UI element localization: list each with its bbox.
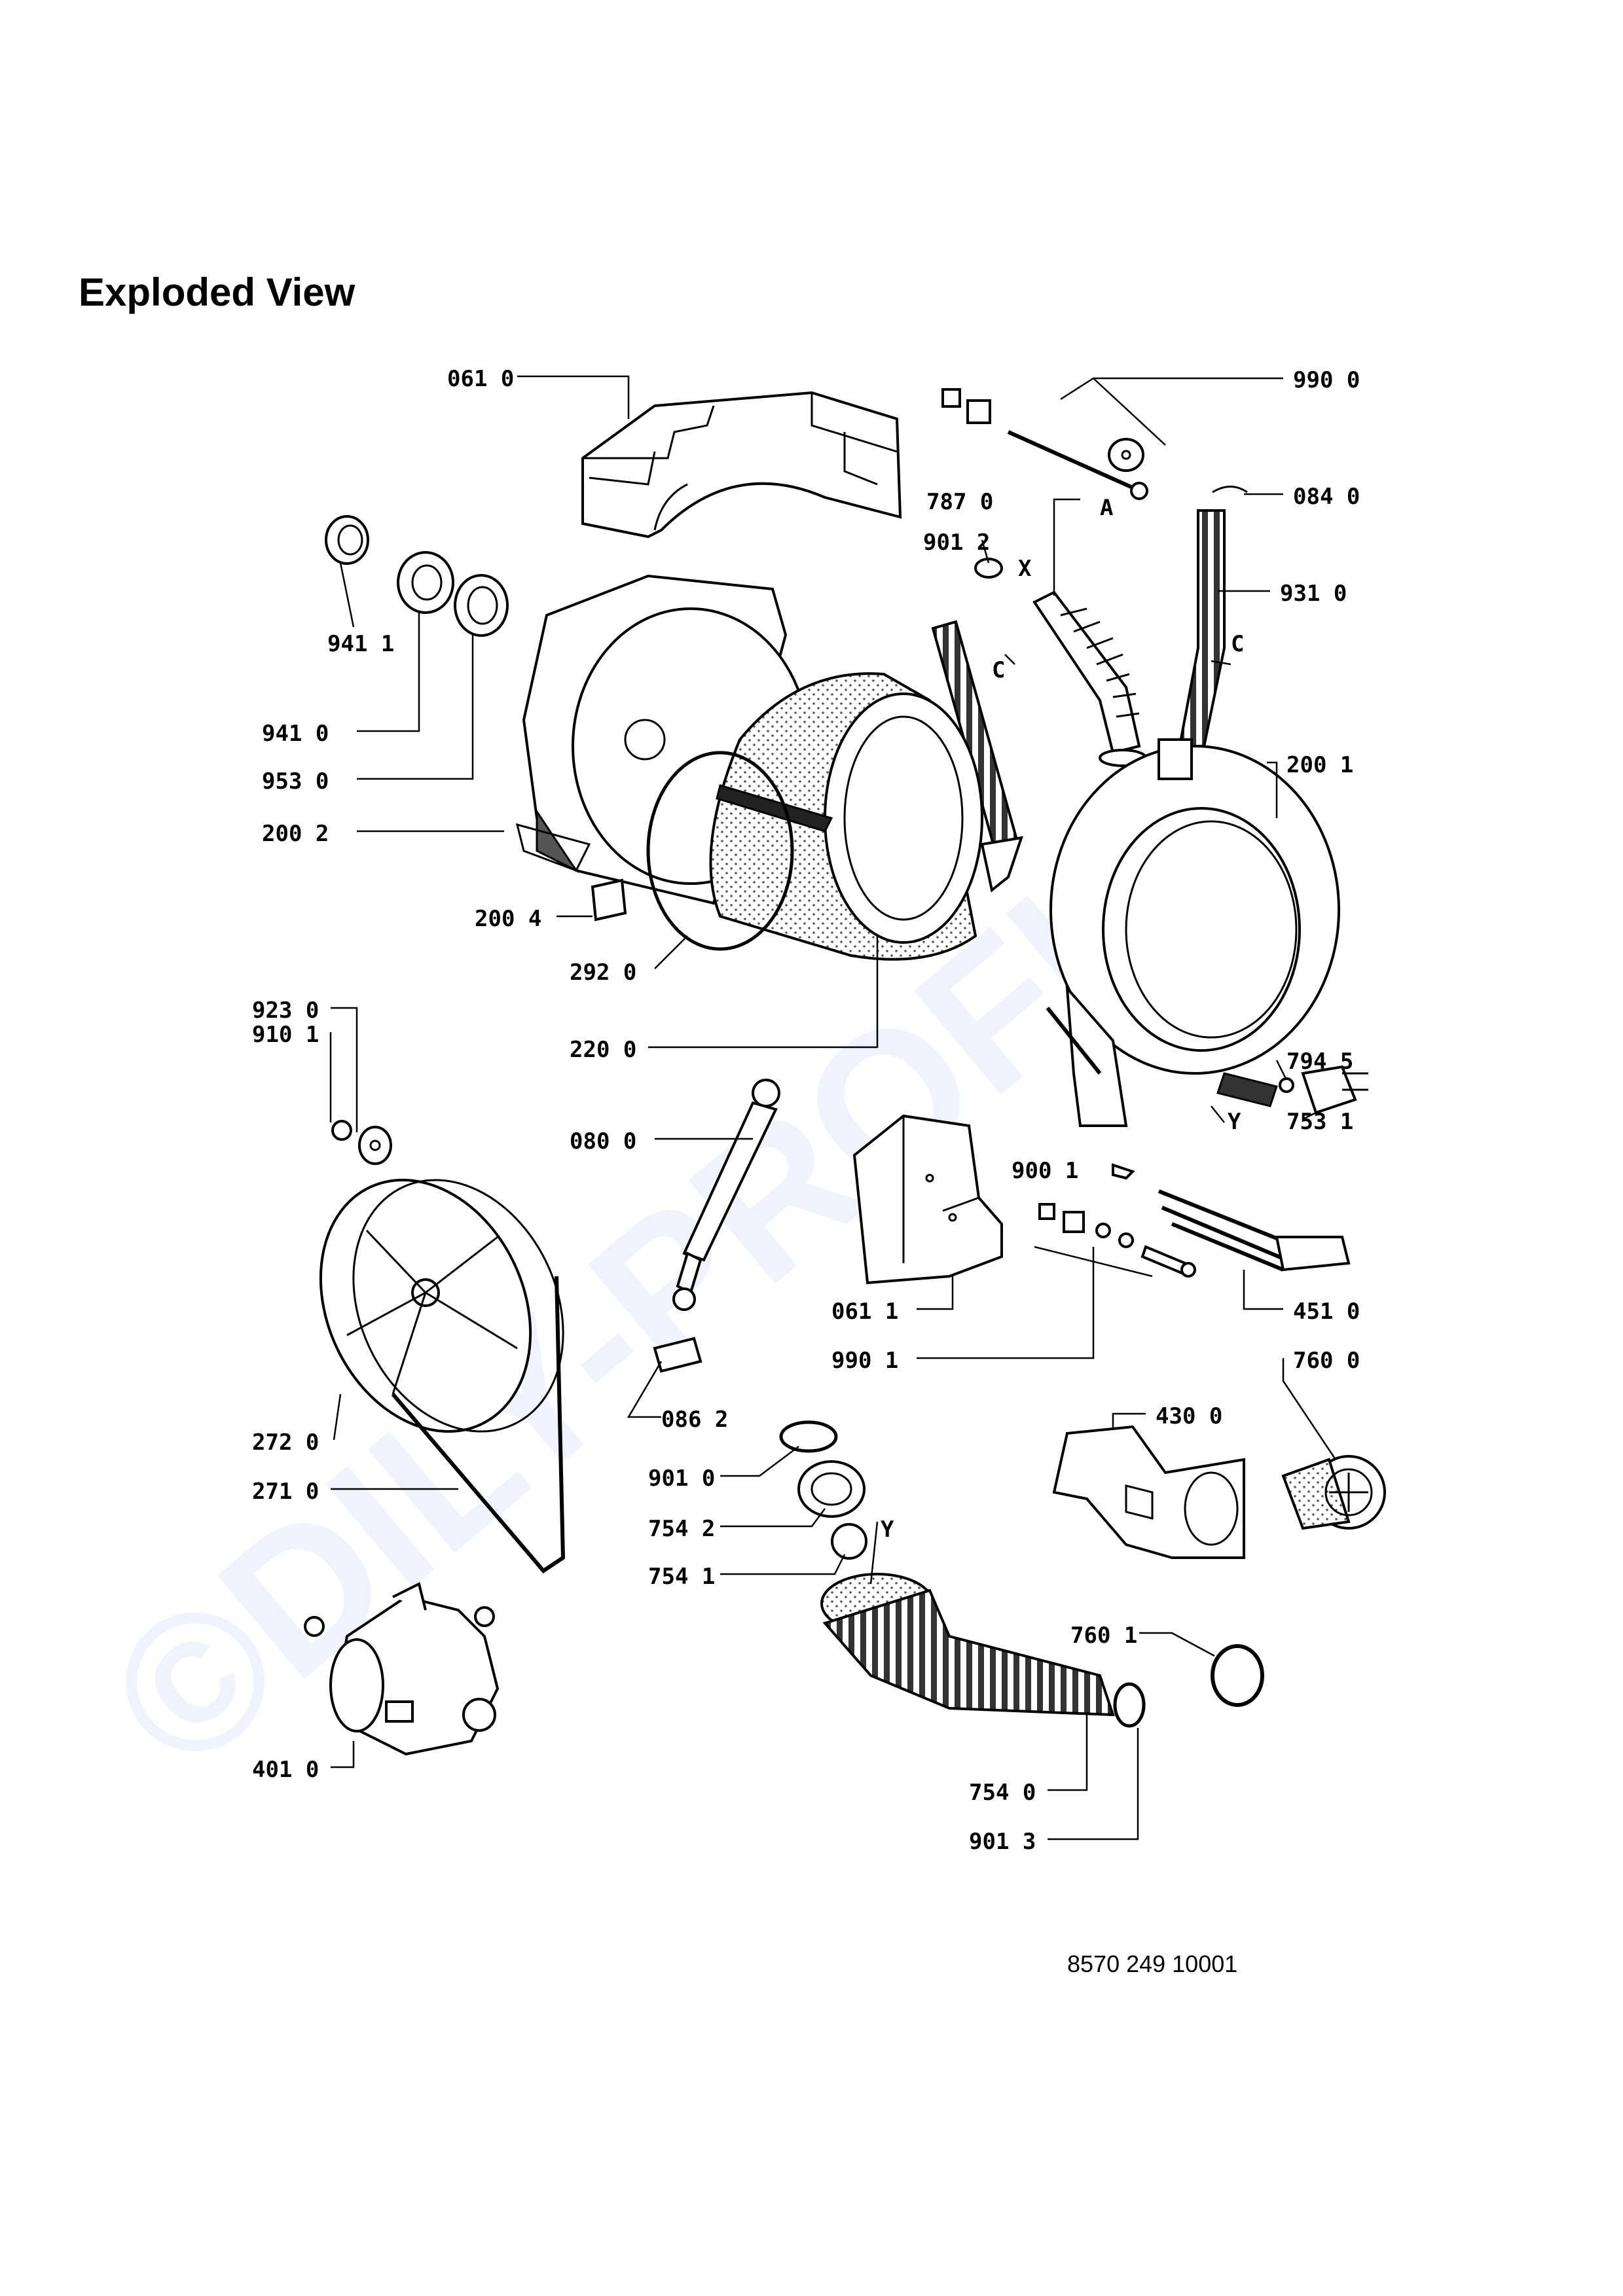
label-451-0: 451 0 xyxy=(1293,1299,1360,1325)
part-271-0-belt xyxy=(391,1276,566,1573)
part-754-1-ball xyxy=(831,1523,867,1560)
label-760-1: 760 1 xyxy=(1070,1623,1137,1649)
part-923-0-washer xyxy=(358,1126,392,1165)
label-084-0: 084 0 xyxy=(1293,484,1360,510)
label-a: A xyxy=(1100,495,1113,521)
part-430-0-pump xyxy=(1052,1425,1245,1559)
label-931-0: 931 0 xyxy=(1280,581,1347,607)
part-061-0-cover xyxy=(581,391,902,539)
label-271-0: 271 0 xyxy=(252,1479,319,1505)
part-901-3-clamp xyxy=(1113,1682,1146,1728)
part-760-0-filter xyxy=(1281,1455,1386,1530)
part-941-1-bearing xyxy=(325,515,369,565)
label-086-2: 086 2 xyxy=(661,1407,728,1433)
label-941-1: 941 1 xyxy=(327,631,394,657)
label-754-2: 754 2 xyxy=(648,1516,715,1542)
label-080-0: 080 0 xyxy=(570,1128,636,1155)
part-910-1-nut xyxy=(331,1120,352,1141)
part-754-0-sump-hose xyxy=(820,1573,1115,1717)
part-200-1-front-tub xyxy=(1046,738,1340,1127)
leader-lines xyxy=(329,375,1337,1840)
label-292-0: 292 0 xyxy=(570,960,636,986)
label-401-0: 401 0 xyxy=(252,1757,319,1783)
label-760-0: 760 0 xyxy=(1293,1348,1360,1374)
part-272-0-pulley xyxy=(319,1178,564,1433)
label-990-0: 990 0 xyxy=(1293,367,1360,393)
part-451-0-heater xyxy=(1158,1189,1351,1272)
label-754-1: 754 1 xyxy=(648,1564,715,1590)
label-787-0: 787 0 xyxy=(926,489,993,515)
part-200-4-clip xyxy=(591,878,627,922)
label-941-0: 941 0 xyxy=(262,721,329,747)
part-760-1-oring xyxy=(1211,1644,1264,1707)
label-754-0: 754 0 xyxy=(969,1780,1036,1806)
label-220-0: 220 0 xyxy=(570,1037,636,1063)
label-901-0: 901 0 xyxy=(648,1465,715,1492)
label-910-1: 910 1 xyxy=(252,1022,319,1048)
part-953-0-seal xyxy=(454,574,509,637)
label-200-2: 200 2 xyxy=(262,821,329,847)
label-901-2: 901 2 xyxy=(923,529,990,556)
label-y-top: Y xyxy=(1228,1109,1241,1135)
part-900-1-screw xyxy=(1112,1163,1135,1180)
document-code: 8570 249 10001 xyxy=(1067,1950,1238,1977)
label-794-5: 794 5 xyxy=(1286,1049,1353,1075)
label-061-1: 061 1 xyxy=(831,1299,898,1325)
label-x: X xyxy=(1018,556,1032,582)
part-990-1-fix-kit xyxy=(1038,1203,1196,1278)
part-labels: 061 0 990 0 084 0 787 0 901 2 X A 931 0 … xyxy=(252,366,1360,1855)
label-c-left: C xyxy=(992,657,1005,683)
part-754-2-seal xyxy=(797,1460,866,1518)
label-901-3: 901 3 xyxy=(969,1829,1036,1855)
part-990-0-rod-kit xyxy=(941,388,1248,500)
label-y-bottom: Y xyxy=(881,1516,894,1543)
label-753-1: 753 1 xyxy=(1286,1109,1353,1135)
label-c-right: C xyxy=(1231,631,1244,657)
part-901-0-clamp xyxy=(779,1420,838,1453)
part-941-0-bearing xyxy=(397,551,454,614)
part-401-0-motor xyxy=(304,1582,500,1756)
label-430-0: 430 0 xyxy=(1156,1403,1222,1429)
part-220-0-drum xyxy=(709,672,983,961)
label-900-1: 900 1 xyxy=(1012,1158,1078,1184)
label-061-0: 061 0 xyxy=(447,366,514,392)
page-title: Exploded View xyxy=(79,270,356,314)
label-272-0: 272 0 xyxy=(252,1429,319,1456)
label-923-0: 923 0 xyxy=(252,997,319,1024)
label-990-1: 990 1 xyxy=(831,1348,898,1374)
part-292-0-ring xyxy=(646,751,794,951)
part-753-1-sensor xyxy=(1279,1065,1368,1115)
part-061-1-block xyxy=(852,1114,1003,1285)
part-787-0-hose xyxy=(974,558,1147,767)
label-200-4: 200 4 xyxy=(475,906,541,932)
part-080-0-damper xyxy=(672,1079,780,1311)
label-953-0: 953 0 xyxy=(262,768,329,795)
label-200-1: 200 1 xyxy=(1286,752,1353,778)
